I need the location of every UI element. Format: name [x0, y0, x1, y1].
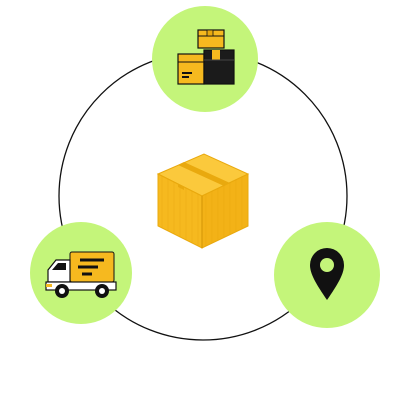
delivery-node	[30, 222, 132, 324]
location-pin-icon	[274, 222, 380, 328]
delivery-truck-icon	[30, 222, 132, 324]
stacked-boxes-icon	[152, 6, 258, 112]
cardboard-box-icon	[156, 153, 250, 249]
warehouse-node	[152, 6, 258, 112]
center-package	[152, 150, 252, 252]
destination-node	[274, 222, 380, 328]
